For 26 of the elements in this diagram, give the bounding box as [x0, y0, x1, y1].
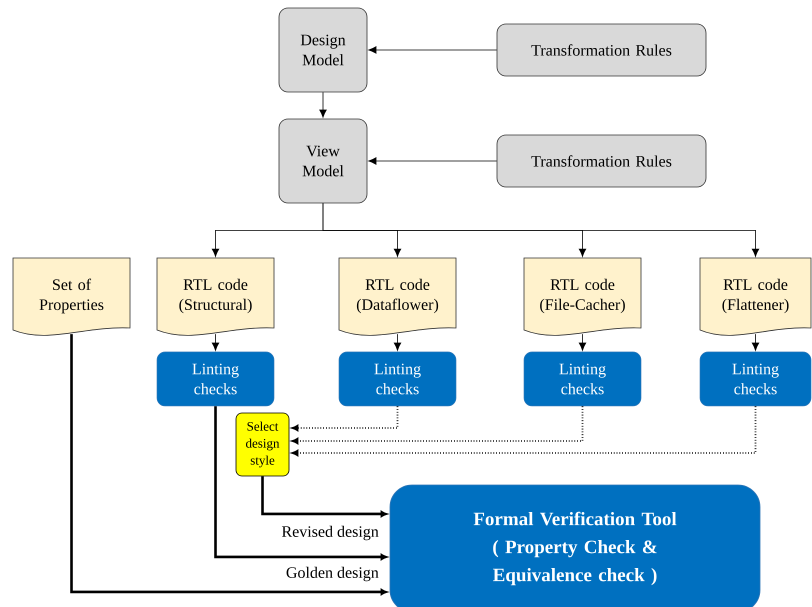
tool-box: Formal Verification Tool ( Property Check & Equivalence check ) [390, 484, 760, 607]
arrow [394, 334, 402, 351]
process-box: Transformation Rules [496, 24, 706, 76]
check-box: Linting checks [524, 352, 642, 406]
arrow [292, 406, 756, 456]
check-box: Linting checks [338, 352, 456, 406]
process-box: Design Model [278, 8, 368, 92]
arrow [322, 202, 760, 257]
arrow [578, 334, 586, 351]
arrow [752, 334, 760, 351]
arrow [292, 406, 584, 444]
arrow [70, 334, 388, 596]
arrow [214, 406, 388, 560]
arrow [292, 406, 398, 432]
decision-box: Select design style [236, 412, 290, 476]
arrow [212, 334, 220, 351]
edge-label: Golden design [284, 566, 380, 582]
edge-label: Revised design [280, 524, 380, 542]
process-box: Transformation Rules [496, 134, 706, 188]
arrow [368, 46, 497, 54]
arrow [319, 92, 327, 118]
arrow [261, 476, 388, 518]
process-box: View Model [278, 118, 368, 204]
check-box: Linting checks [700, 352, 812, 406]
arrow [368, 157, 497, 165]
check-box: Linting checks [156, 352, 274, 406]
